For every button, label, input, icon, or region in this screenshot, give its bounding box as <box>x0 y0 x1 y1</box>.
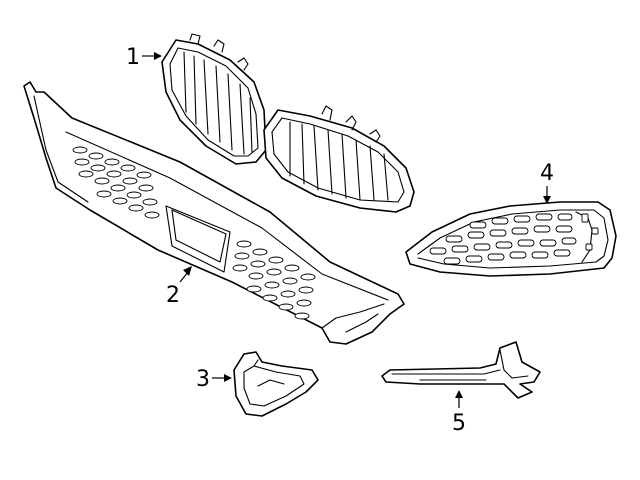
arrowhead <box>224 374 232 382</box>
part-2-lower-grille <box>23 81 405 345</box>
part-1-kidney-grille <box>161 33 415 213</box>
arrowhead <box>455 390 463 398</box>
callout-2: 2 <box>166 266 192 308</box>
callout-label: 3 <box>196 367 210 392</box>
side-grille-mesh <box>429 213 599 265</box>
arrowhead <box>154 52 162 60</box>
callout-label: 1 <box>126 45 140 70</box>
callout-5: 5 <box>452 390 466 436</box>
arrowhead <box>183 266 192 276</box>
callout-1: 1 <box>126 45 162 70</box>
callout-label: 5 <box>452 411 466 436</box>
callout-label: 2 <box>166 283 180 308</box>
callout-label: 4 <box>540 161 554 186</box>
grille-mesh-left <box>72 146 160 219</box>
callout-4: 4 <box>540 161 554 204</box>
part-4-side-grille <box>405 201 617 277</box>
callout-3: 3 <box>196 367 232 392</box>
part-5-trim-strip <box>381 341 541 399</box>
part-3-corner-cover <box>233 351 319 417</box>
grille-mesh-right <box>232 240 316 320</box>
arrowhead <box>543 196 551 204</box>
